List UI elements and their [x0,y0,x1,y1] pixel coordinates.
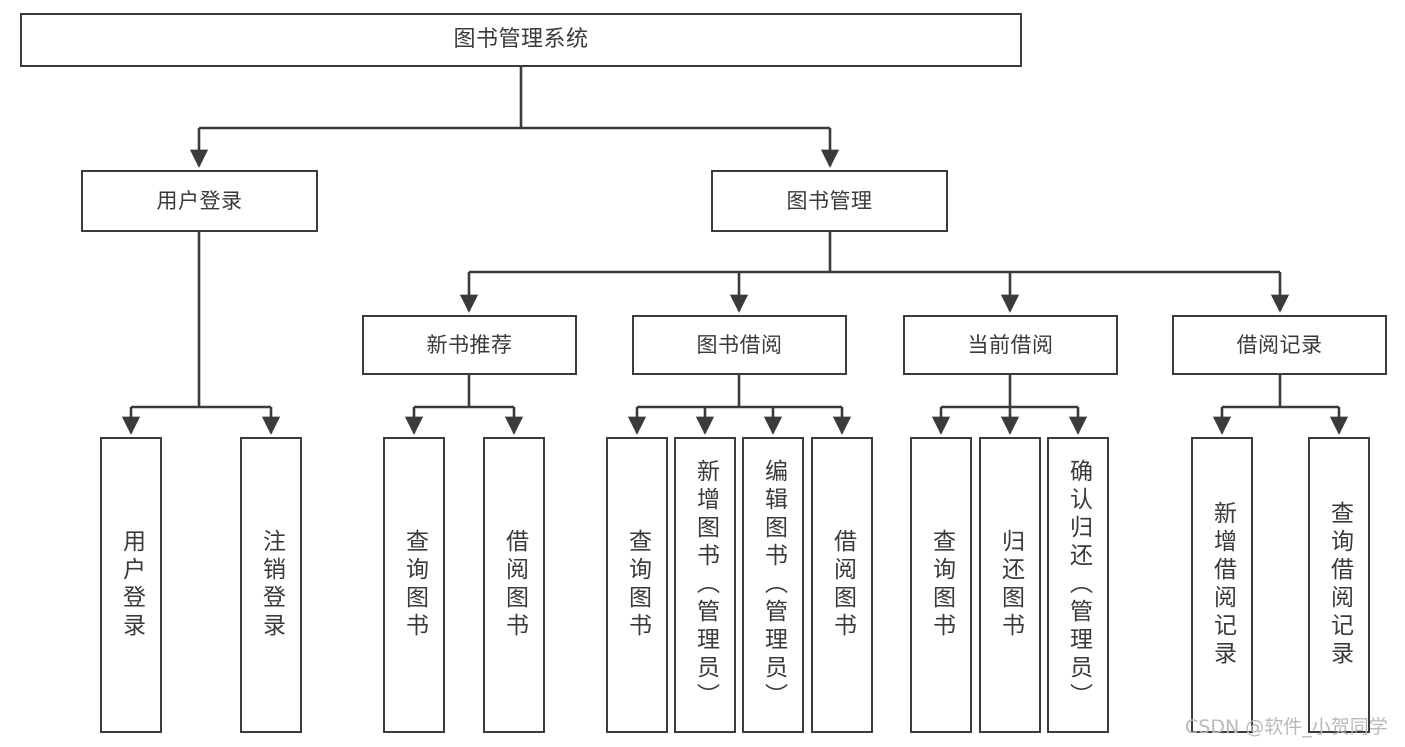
node-borrow-record[interactable]: 借阅记录 [1172,315,1387,375]
leaf-user-login-logout[interactable]: 注销登录 [240,437,302,733]
node-label: 查询借阅记录 [1326,501,1353,669]
leaf-current-borrow-query[interactable]: 查询图书 [910,437,972,733]
node-book-management[interactable]: 图书管理 [711,170,948,232]
leaf-borrow-record-query[interactable]: 查询借阅记录 [1308,437,1370,733]
node-label: 确认归还（管理员） [1065,459,1092,711]
leaf-user-login-login[interactable]: 用户登录 [100,437,162,733]
node-label: 当前借阅 [967,332,1054,357]
node-label: 用户登录 [118,529,145,641]
node-label: 图书管理系统 [453,27,589,53]
node-label: 借阅记录 [1236,332,1323,357]
node-root-system[interactable]: 图书管理系统 [20,13,1022,67]
node-current-borrow[interactable]: 当前借阅 [903,315,1118,375]
leaf-book-borrow-borrow[interactable]: 借阅图书 [811,437,873,733]
leaf-new-book-query[interactable]: 查询图书 [383,437,445,733]
node-label: 查询图书 [624,529,651,641]
node-label: 编辑图书（管理员） [760,459,787,711]
node-label: 借阅图书 [501,529,528,641]
leaf-new-book-borrow[interactable]: 借阅图书 [483,437,545,733]
node-label: 查询图书 [401,529,428,641]
node-label: 归还图书 [997,529,1024,641]
node-label: 图书借阅 [696,332,783,357]
leaf-current-borrow-return[interactable]: 归还图书 [979,437,1041,733]
node-label: 图书管理 [786,188,873,213]
node-book-borrow[interactable]: 图书借阅 [632,315,847,375]
leaf-book-borrow-add[interactable]: 新增图书（管理员） [674,437,736,733]
node-label: 借阅图书 [829,529,856,641]
leaf-book-borrow-query[interactable]: 查询图书 [606,437,668,733]
leaf-current-borrow-confirm-return[interactable]: 确认归还（管理员） [1047,437,1109,733]
node-user-login[interactable]: 用户登录 [81,170,318,232]
node-label: 新书推荐 [426,332,513,357]
leaf-book-borrow-edit[interactable]: 编辑图书（管理员） [742,437,804,733]
node-label: 查询图书 [928,529,955,641]
node-label: 用户登录 [156,188,243,213]
leaf-borrow-record-add[interactable]: 新增借阅记录 [1191,437,1253,733]
node-label: 新增图书（管理员） [692,459,719,711]
node-label: 新增借阅记录 [1209,501,1236,669]
csdn-watermark: CSDN @软件_小贺同学 [1185,716,1388,738]
node-new-book-recommend[interactable]: 新书推荐 [362,315,577,375]
node-label: 注销登录 [258,529,285,641]
